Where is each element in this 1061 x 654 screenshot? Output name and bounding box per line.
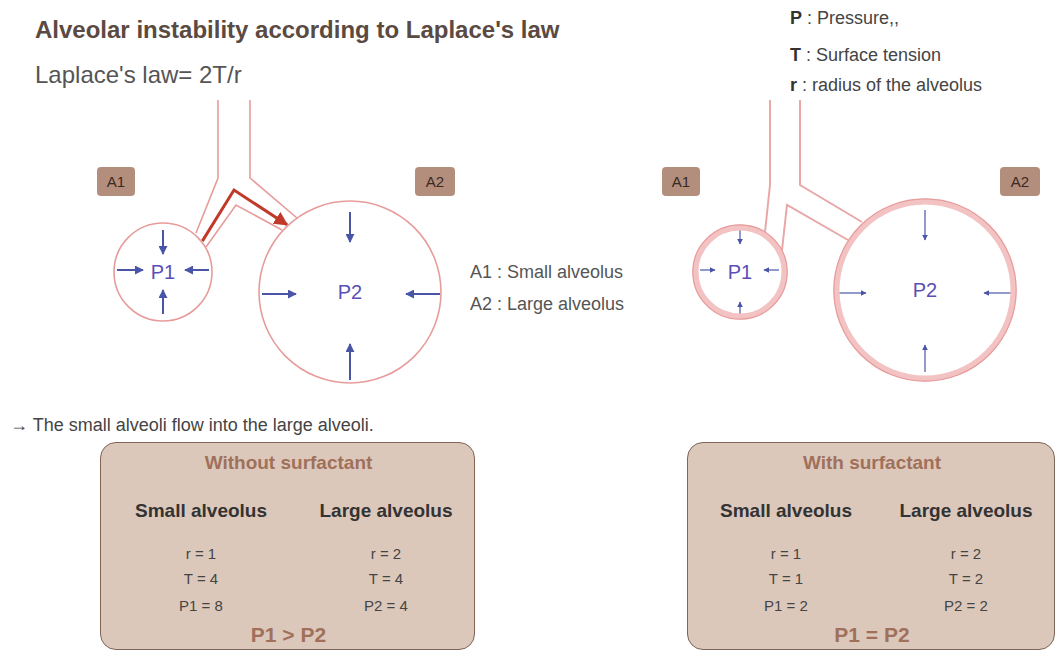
- airway-wall: [765, 100, 770, 232]
- pressure-arrow: [764, 269, 779, 270]
- alveolus-tag: A1: [97, 167, 135, 196]
- column-heading: Small alveolus: [135, 500, 267, 522]
- alveolus: P1: [113, 222, 213, 322]
- flow-arrow: [202, 190, 287, 241]
- pressure-arrow: [185, 269, 209, 271]
- pressure-label: P2: [338, 281, 362, 304]
- pressure-arrow: [984, 292, 1012, 293]
- alveolus-tag: A2: [415, 167, 455, 196]
- table-cell: r = 1: [186, 545, 216, 562]
- result: P1 = P2: [834, 623, 909, 647]
- alveolus-key: A1 : Small alveolus: [470, 262, 623, 283]
- table-cell: T = 2: [949, 570, 983, 587]
- airway-left: [196, 100, 297, 247]
- alveolus-wall: [834, 199, 1016, 381]
- pressure-arrow: [924, 345, 925, 372]
- pressure-label: P2: [913, 279, 937, 302]
- diagram-title: Alveolar instability according to Laplac…: [35, 16, 560, 44]
- alveolus-wall: [114, 223, 212, 321]
- alveolus: P2: [833, 198, 1017, 382]
- pressure-arrow: [700, 269, 715, 270]
- formula: Laplace's law= 2T/r: [35, 61, 242, 89]
- column-heading: Large alveolus: [319, 500, 452, 522]
- tag-label: A2: [426, 173, 444, 190]
- pressure-arrow: [406, 293, 440, 295]
- surfactant-layer: [837, 202, 1014, 379]
- pressure-arrow: [349, 212, 351, 242]
- pressure-label: P1: [151, 261, 175, 284]
- pressure-label: P1: [728, 261, 752, 284]
- pressure-arrow: [162, 290, 164, 314]
- symbol-key: P : Pressure,,: [790, 8, 899, 29]
- table-cell: P1 = 8: [179, 597, 223, 614]
- airway-wall: [206, 205, 282, 247]
- symbol-key: r : radius of the alveolus: [790, 75, 982, 96]
- tag-label: A1: [672, 173, 690, 190]
- alveolus-wall: [259, 201, 441, 383]
- pressure-arrows-left: [117, 212, 440, 380]
- alveolus: P1: [692, 224, 788, 320]
- table-cell: P1 = 2: [764, 597, 808, 614]
- conclusion-note: → The small alveoli flow into the large …: [10, 415, 374, 436]
- alveolus-wall: [693, 225, 787, 319]
- alveolus-key: A2 : Large alveolus: [470, 294, 624, 315]
- airway-wall: [196, 100, 218, 233]
- tag-label: A1: [107, 173, 125, 190]
- pressure-arrow: [117, 269, 143, 271]
- surfactant-layer: [696, 228, 785, 317]
- pressure-arrow: [162, 230, 164, 254]
- table-cell: r = 1: [771, 545, 801, 562]
- table-cell: T = 4: [184, 570, 218, 587]
- comparison-panel: With surfactantSmall alveolus Large alveo…: [687, 442, 1055, 650]
- tag-label: A2: [1011, 173, 1029, 190]
- table-cell: T = 4: [369, 570, 403, 587]
- column-heading: Large alveolus: [899, 500, 1032, 522]
- alveolus-tag: A2: [1000, 167, 1040, 196]
- panel-heading: With surfactant: [803, 452, 941, 474]
- table-cell: T = 1: [769, 570, 803, 587]
- column-heading: Small alveolus: [720, 500, 852, 522]
- airway-right: [765, 100, 862, 250]
- table-cell: P2 = 2: [944, 597, 988, 614]
- table-cell: P2 = 4: [364, 597, 408, 614]
- table-cell: r = 2: [371, 545, 401, 562]
- alveolus-tag: A1: [662, 167, 700, 196]
- pressure-arrow: [924, 210, 925, 240]
- result: P1 > P2: [251, 623, 326, 647]
- comparison-panel: Without surfactantSmall alveolus Large al…: [100, 442, 475, 650]
- pressure-arrow: [349, 344, 351, 380]
- pressure-arrow: [838, 292, 866, 293]
- airway-wall: [782, 205, 848, 250]
- airway-wall: [250, 100, 297, 218]
- panel-heading: Without surfactant: [205, 452, 373, 474]
- pressure-arrow: [262, 293, 296, 295]
- table-cell: r = 2: [951, 545, 981, 562]
- symbol-key: T : Surface tension: [790, 45, 941, 66]
- alveolus: P2: [258, 200, 442, 384]
- airway-wall: [800, 100, 862, 222]
